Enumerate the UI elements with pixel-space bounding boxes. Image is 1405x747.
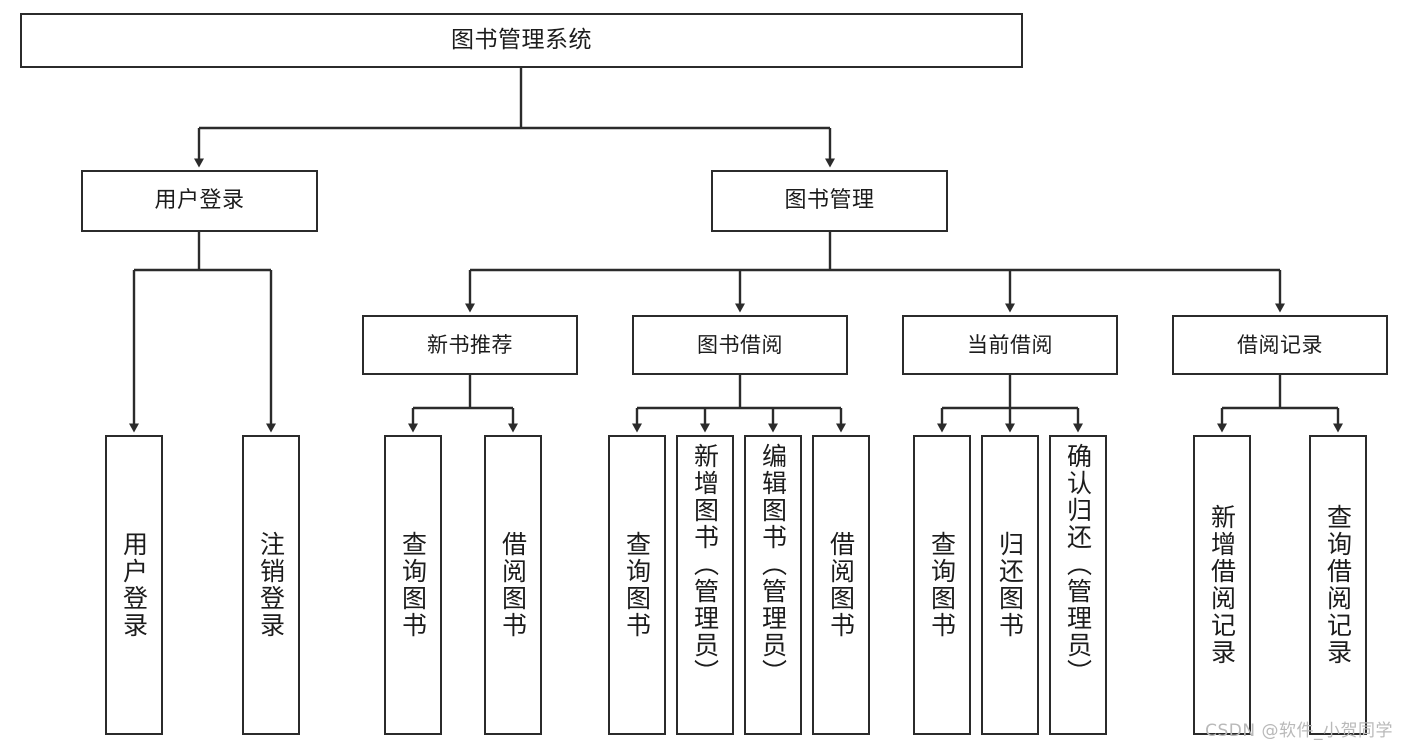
node-new-book-recommend-label: 新书推荐 [427, 332, 513, 357]
leaf-user-login-1-label: 用户登录 [119, 531, 149, 639]
node-current-borrow-label: 当前借阅 [967, 332, 1053, 357]
leaf-book-borrow-2-label: 新增图书（管理员） [690, 443, 720, 686]
leaf-book-borrow-1-label: 查询图书 [622, 531, 652, 639]
leaf-new-book-recommend-2[interactable]: 借阅图书 [484, 435, 542, 735]
leaf-borrow-record-2[interactable]: 查询借阅记录 [1309, 435, 1367, 735]
leaf-new-book-recommend-2-label: 借阅图书 [498, 531, 528, 639]
leaf-current-borrow-1-label: 查询图书 [927, 531, 957, 639]
node-book-management-label: 图书管理 [784, 188, 875, 214]
leaf-borrow-record-1[interactable]: 新增借阅记录 [1193, 435, 1251, 735]
leaf-book-borrow-1[interactable]: 查询图书 [608, 435, 666, 735]
node-borrow-record[interactable]: 借阅记录 [1172, 315, 1388, 375]
node-root-book-management-system[interactable]: 图书管理系统 [20, 13, 1023, 68]
node-borrow-record-label: 借阅记录 [1237, 332, 1323, 357]
leaf-user-login-2-label: 注销登录 [256, 531, 286, 639]
leaf-book-borrow-4[interactable]: 借阅图书 [812, 435, 870, 735]
node-book-management[interactable]: 图书管理 [711, 170, 948, 232]
leaf-borrow-record-2-label: 查询借阅记录 [1323, 504, 1353, 666]
leaf-current-borrow-2-label: 归还图书 [995, 531, 1025, 639]
leaf-book-borrow-3[interactable]: 编辑图书（管理员） [744, 435, 802, 735]
leaf-new-book-recommend-1[interactable]: 查询图书 [384, 435, 442, 735]
leaf-user-login-1[interactable]: 用户登录 [105, 435, 163, 735]
leaf-book-borrow-3-label: 编辑图书（管理员） [758, 443, 788, 686]
node-user-login-label: 用户登录 [154, 188, 245, 214]
leaf-current-borrow-2[interactable]: 归还图书 [981, 435, 1039, 735]
node-book-borrow-label: 图书借阅 [697, 332, 783, 357]
leaf-current-borrow-1[interactable]: 查询图书 [913, 435, 971, 735]
leaf-book-borrow-4-label: 借阅图书 [826, 531, 856, 639]
leaf-new-book-recommend-1-label: 查询图书 [398, 531, 428, 639]
leaf-current-borrow-3-label: 确认归还（管理员） [1063, 443, 1093, 686]
leaf-book-borrow-2[interactable]: 新增图书（管理员） [676, 435, 734, 735]
node-current-borrow[interactable]: 当前借阅 [902, 315, 1118, 375]
node-user-login[interactable]: 用户登录 [81, 170, 318, 232]
leaf-current-borrow-3[interactable]: 确认归还（管理员） [1049, 435, 1107, 735]
leaf-user-login-2[interactable]: 注销登录 [242, 435, 300, 735]
leaf-borrow-record-1-label: 新增借阅记录 [1207, 504, 1237, 666]
node-book-borrow[interactable]: 图书借阅 [632, 315, 848, 375]
node-root-label: 图书管理系统 [451, 27, 592, 54]
node-new-book-recommend[interactable]: 新书推荐 [362, 315, 578, 375]
